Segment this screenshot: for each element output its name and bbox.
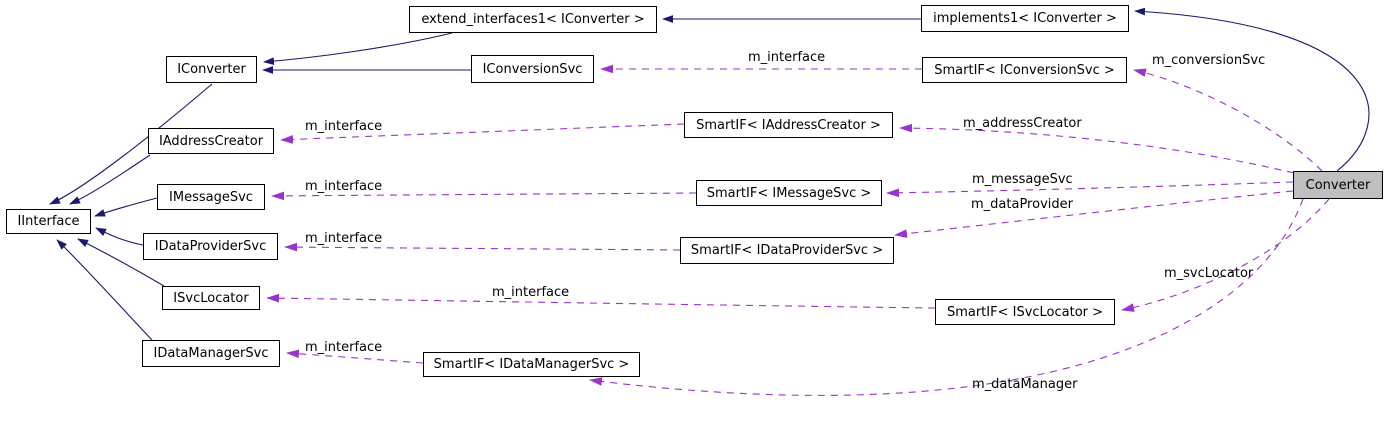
edge-label-m-interface-svclocator: m_interface xyxy=(492,285,570,300)
node-iconversionsvc[interactable]: IConversionSvc xyxy=(471,55,594,83)
node-extend-interfaces1[interactable]: extend_interfaces1< IConverter > xyxy=(409,6,657,33)
edge-label-m-datamanager: m_dataManager xyxy=(972,377,1078,392)
node-smartif-imessagesvc[interactable]: SmartIF< IMessageSvc > xyxy=(696,180,882,206)
node-imessagesvc[interactable]: IMessageSvc xyxy=(157,184,265,210)
node-idataprovidersvc[interactable]: IDataProviderSvc xyxy=(143,233,278,260)
edge-label-m-dataprovider: m_dataProvider xyxy=(971,197,1073,212)
edge-label-m-interface-conversionsvc: m_interface xyxy=(748,50,826,65)
node-converter-current[interactable]: Converter xyxy=(1293,171,1383,199)
edge-label-m-messagesvc: m_messageSvc xyxy=(972,172,1073,187)
edge-label-m-conversionsvc: m_conversionSvc xyxy=(1152,53,1266,68)
node-iinterface[interactable]: IInterface xyxy=(6,209,91,234)
node-idatamanagersvc[interactable]: IDataManagerSvc xyxy=(142,340,280,367)
node-smartif-idatamanagersvc[interactable]: SmartIF< IDataManagerSvc > xyxy=(423,352,640,377)
node-smartif-iaddresscreator[interactable]: SmartIF< IAddressCreator > xyxy=(684,112,893,138)
node-smartif-iconversionsvc[interactable]: SmartIF< IConversionSvc > xyxy=(922,57,1127,83)
node-smartif-isvclocator[interactable]: SmartIF< ISvcLocator > xyxy=(935,299,1115,325)
edge-label-m-interface-dataprovidersvc: m_interface xyxy=(305,231,383,246)
edge-label-m-svclocator: m_svcLocator xyxy=(1164,266,1254,281)
edge-label-m-interface-messagesvc: m_interface xyxy=(305,179,383,194)
node-isvclocator[interactable]: ISvcLocator xyxy=(162,286,260,310)
node-iaddresscreator[interactable]: IAddressCreator xyxy=(148,128,274,154)
node-iconverter[interactable]: IConverter xyxy=(166,56,257,83)
node-implements1[interactable]: implements1< IConverter > xyxy=(921,5,1129,32)
edge-label-m-addresscreator: m_addressCreator xyxy=(963,116,1082,131)
edge-label-m-interface-datamanagersvc: m_interface xyxy=(305,340,383,355)
edge-label-m-interface-addresscreator: m_interface xyxy=(305,119,383,134)
node-smartif-idataprovidersvc[interactable]: SmartIF< IDataProviderSvc > xyxy=(680,237,894,264)
